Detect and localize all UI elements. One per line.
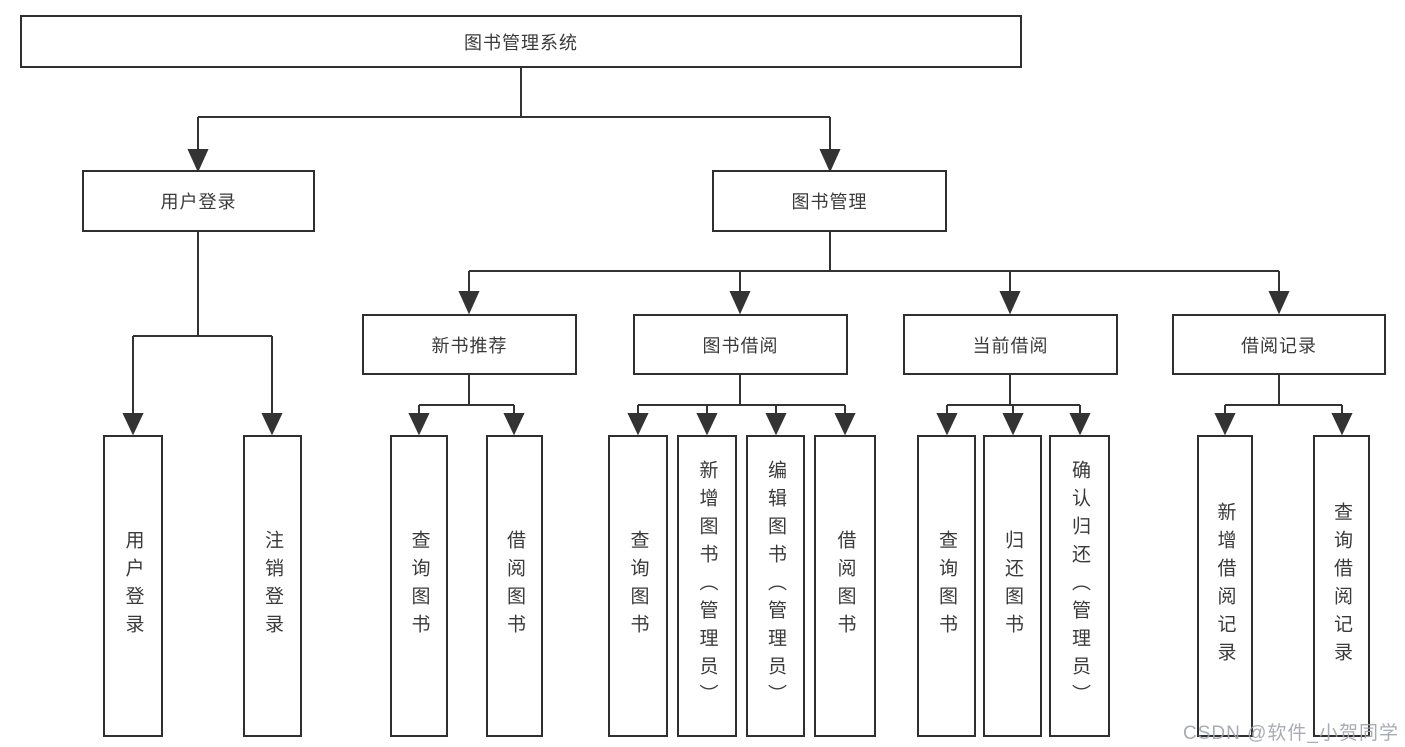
leaf-label: 用户登录 [122,530,144,642]
leaf-label: 查询图书 [408,530,430,642]
leaf-add-borrow-record: 新增借阅记录 [1197,435,1253,737]
leaf-label: 编辑图书（管理员） [765,460,786,712]
leaf-return-books: 归还图书 [983,435,1042,737]
node-book-borrowing: 图书借阅 [633,314,848,375]
leaf-label: 借阅图书 [834,530,856,642]
leaf-label: 新增借阅记录 [1214,502,1236,670]
leaf-borrow-books-recommend: 借阅图书 [486,435,543,737]
leaf-label: 注销登录 [262,530,283,642]
node-new-book-recommend: 新书推荐 [362,314,577,375]
leaf-label: 借阅图书 [504,530,525,642]
leaf-label: 确认归还（管理员） [1069,460,1090,712]
leaf-label: 查询借阅记录 [1331,502,1352,670]
node-user-login-module: 用户登录 [82,170,315,232]
node-library-management-system: 图书管理系统 [20,15,1022,68]
node-current-borrowing: 当前借阅 [903,314,1118,375]
leaf-label: 查询图书 [627,530,649,642]
leaf-query-books-borrowing: 查询图书 [608,435,668,737]
leaf-label: 查询图书 [936,530,957,642]
leaf-logout: 注销登录 [243,435,302,737]
leaf-user-login: 用户登录 [103,435,163,737]
leaf-query-books-recommend: 查询图书 [390,435,448,737]
leaf-borrow-books: 借阅图书 [814,435,876,737]
leaf-label: 新增图书（管理员） [696,460,718,712]
node-borrow-records: 借阅记录 [1172,314,1386,375]
node-book-management-module: 图书管理 [712,170,947,232]
leaf-edit-books-admin: 编辑图书（管理员） [746,435,805,737]
leaf-add-books-admin: 新增图书（管理员） [677,435,737,737]
leaf-query-borrow-record: 查询借阅记录 [1313,435,1370,737]
leaf-label: 归还图书 [1002,530,1023,642]
leaf-confirm-return-admin: 确认归还（管理员） [1049,435,1110,737]
leaf-query-books-current: 查询图书 [917,435,976,737]
